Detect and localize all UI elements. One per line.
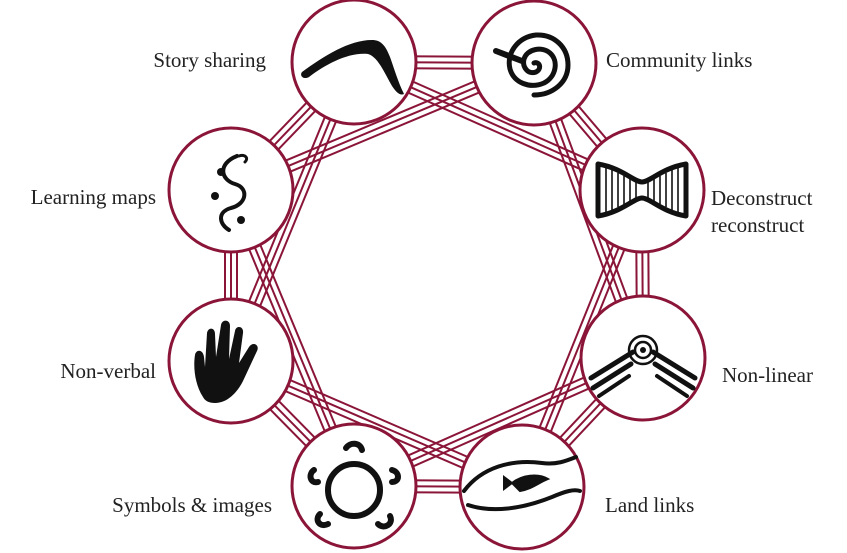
label-symbols-images: Symbols & images — [112, 493, 272, 517]
label-learning-maps: Learning maps — [30, 185, 156, 209]
concentric-arc-icon — [588, 334, 698, 398]
winding-path-icon — [211, 154, 249, 232]
hourglass-icon — [595, 161, 689, 219]
label-story-sharing: Story sharing — [153, 48, 266, 72]
fish-river-icon — [462, 455, 582, 512]
node-circle-symbols-images — [290, 422, 418, 550]
hand-icon — [194, 320, 258, 403]
turtle-circle-icon — [307, 440, 401, 530]
label-non-verbal: Non-verbal — [60, 359, 156, 383]
connector-lines — [224, 55, 650, 494]
label-non-linear: Non-linear — [722, 363, 813, 387]
boomerang-icon — [301, 40, 404, 95]
label-land-links: Land links — [605, 493, 695, 517]
node-circle-story-sharing — [290, 0, 418, 126]
label-deconstruct: Deconstruct — [711, 186, 813, 210]
node-circle-learning-maps — [167, 126, 295, 254]
spiral-icon — [493, 32, 571, 98]
node-circles — [167, 0, 707, 551]
label-community-links: Community links — [606, 48, 753, 72]
label-reconstruct: reconstruct — [711, 213, 805, 237]
node-circle-deconstruct-reconstruct — [578, 126, 706, 254]
